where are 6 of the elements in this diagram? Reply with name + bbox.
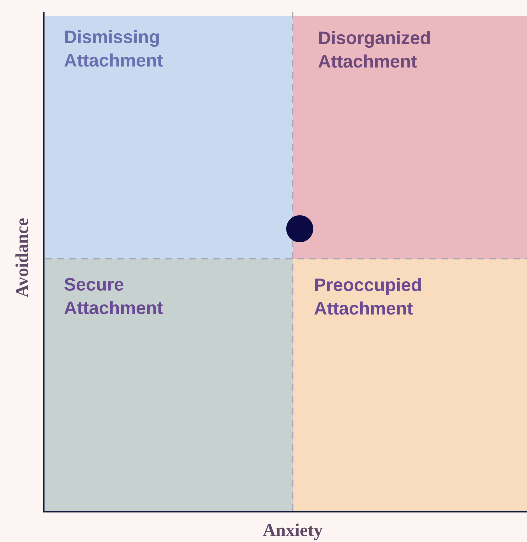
quadrant-box: Disorganized Attachment: [293, 16, 527, 259]
quadrant-box: Secure Attachment: [45, 259, 293, 512]
quadrant-box: Dismissing Attachment: [45, 16, 293, 259]
quadrant-box: Preoccupied Attachment: [293, 259, 527, 512]
axis-label: Avoidance: [16, 218, 28, 298]
axis-label: Anxiety: [263, 524, 323, 540]
